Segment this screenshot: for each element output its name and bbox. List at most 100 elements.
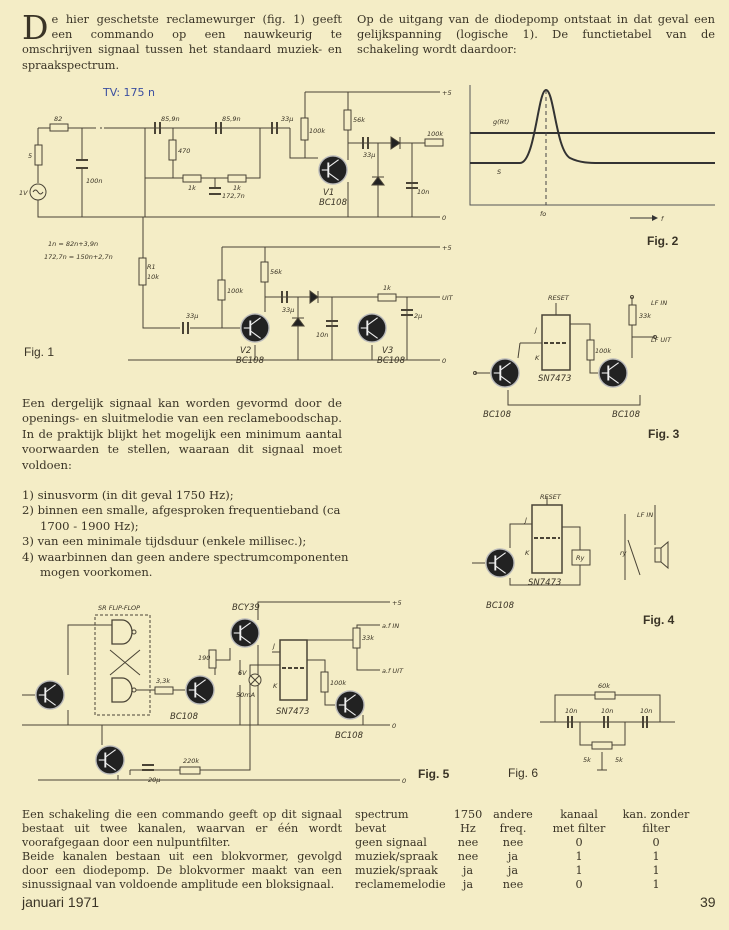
- label: 10n: [316, 331, 328, 339]
- conditions-paragraph: Een dergelijk signaal kan worden gevormd…: [22, 396, 342, 473]
- bottom-left-column: Een schakeling die een commando geeft op…: [22, 808, 342, 892]
- label: 0: [402, 777, 406, 785]
- label: 33µ: [363, 151, 375, 159]
- label: R1: [147, 263, 156, 271]
- s-curve: [470, 88, 715, 164]
- label: 1k: [233, 184, 241, 192]
- label: BC108: [377, 356, 406, 366]
- transistor-v1-icon: [318, 155, 348, 185]
- label: ry: [620, 549, 627, 557]
- fig6-caption: Fig. 6: [508, 766, 538, 780]
- label: 2µ: [414, 312, 422, 320]
- list-item: 2) binnen een smalle, afgesproken freque…: [22, 503, 341, 533]
- cell: 0: [575, 836, 583, 849]
- label: 56k: [353, 116, 365, 124]
- label: 0: [442, 357, 446, 365]
- intro-text: e hier geschetste reclamewurger (fig. 1)…: [22, 12, 342, 72]
- label: +5: [442, 89, 452, 97]
- transistor-icon: [490, 358, 520, 388]
- transistor-bcy39-icon: [230, 618, 260, 648]
- label: 33k: [639, 312, 651, 320]
- fig2-caption: Fig. 2: [647, 234, 679, 248]
- label: K: [535, 354, 540, 362]
- label: J: [271, 642, 275, 650]
- cell: nee: [457, 850, 479, 863]
- label: 1k: [188, 184, 196, 192]
- cell: 0: [575, 878, 583, 891]
- label: BC108: [319, 198, 348, 208]
- cell: reclamemelodie: [355, 878, 446, 891]
- label: UIT: [442, 294, 454, 302]
- transistor-icon: [35, 680, 65, 710]
- label: SN7473: [538, 374, 571, 384]
- label: 1k: [383, 284, 391, 292]
- list-item: 3) van een minimale tijdsduur (enkele mi…: [22, 534, 307, 549]
- cell: 1: [652, 850, 660, 863]
- label: f: [661, 215, 665, 223]
- label: J: [533, 326, 537, 334]
- label: V1: [323, 188, 334, 198]
- cell: 1: [575, 850, 583, 863]
- fig3-labels: RESET J K SN7473 100k 33k LF IN LF UIT B…: [483, 294, 680, 441]
- label: 82: [54, 115, 62, 123]
- label: BC108: [236, 356, 265, 366]
- transistor-v3-icon: [357, 313, 387, 343]
- transistor-icon: [95, 745, 125, 775]
- cell: nee: [502, 836, 524, 849]
- label: 0: [442, 214, 446, 222]
- fig5-schematic: [22, 601, 400, 781]
- label: V3: [382, 346, 393, 356]
- bottom-paragraph-2: Beide kanalen bestaan uit een blokvormer…: [22, 850, 342, 891]
- cell: ja: [507, 850, 519, 863]
- fig6-labels: 60k 10n 10n 10n 5k 5k Fig. 6: [508, 682, 652, 780]
- label: J: [523, 516, 527, 524]
- label: SN7473: [528, 578, 561, 588]
- label: 85,9n: [161, 115, 180, 123]
- cell: muziek/spraak: [355, 864, 438, 877]
- cell: 1: [575, 864, 583, 877]
- transistor-icon: [185, 675, 215, 705]
- label: 100k: [330, 679, 346, 687]
- bottom-paragraph-1: Een schakeling die een commando geeft op…: [22, 808, 342, 849]
- label: 60k: [598, 682, 610, 690]
- label: V2: [240, 346, 251, 356]
- label: BC108: [483, 410, 512, 420]
- label: 100k: [595, 347, 611, 355]
- label: 6V: [238, 669, 247, 677]
- label: 172,7n = 150n+2,7n: [44, 253, 113, 261]
- label: 33µ: [281, 115, 293, 123]
- label: 5: [28, 152, 32, 160]
- label: g(Rt): [493, 118, 509, 126]
- label: +5: [392, 599, 402, 607]
- label: LF IN: [651, 299, 667, 307]
- transistor-icon: [335, 690, 365, 720]
- label: SR FLIP-FLOP: [98, 604, 140, 612]
- label: RESET: [540, 493, 562, 501]
- label: 50mA: [236, 691, 255, 699]
- label: 1n = 82n+3,9n: [48, 240, 98, 248]
- footer-date: januari 1971: [22, 894, 100, 910]
- label: 470: [178, 147, 190, 155]
- fig1-caption: Fig. 1: [24, 345, 54, 359]
- label: Ry: [576, 554, 585, 562]
- label: BC108: [612, 410, 641, 420]
- drop-cap: D: [22, 8, 49, 47]
- label: 1V: [19, 189, 28, 197]
- fig2-graph: g(Rt) S fo f Fig. 2: [469, 85, 715, 248]
- label: 56k: [270, 268, 282, 276]
- fig1-schematic: [29, 91, 444, 361]
- label: 20µ: [148, 776, 160, 784]
- fig4-caption: Fig. 4: [643, 613, 675, 627]
- fig5-caption: Fig. 5: [418, 767, 450, 781]
- cell: ja: [462, 878, 474, 891]
- label: 100k: [309, 127, 325, 135]
